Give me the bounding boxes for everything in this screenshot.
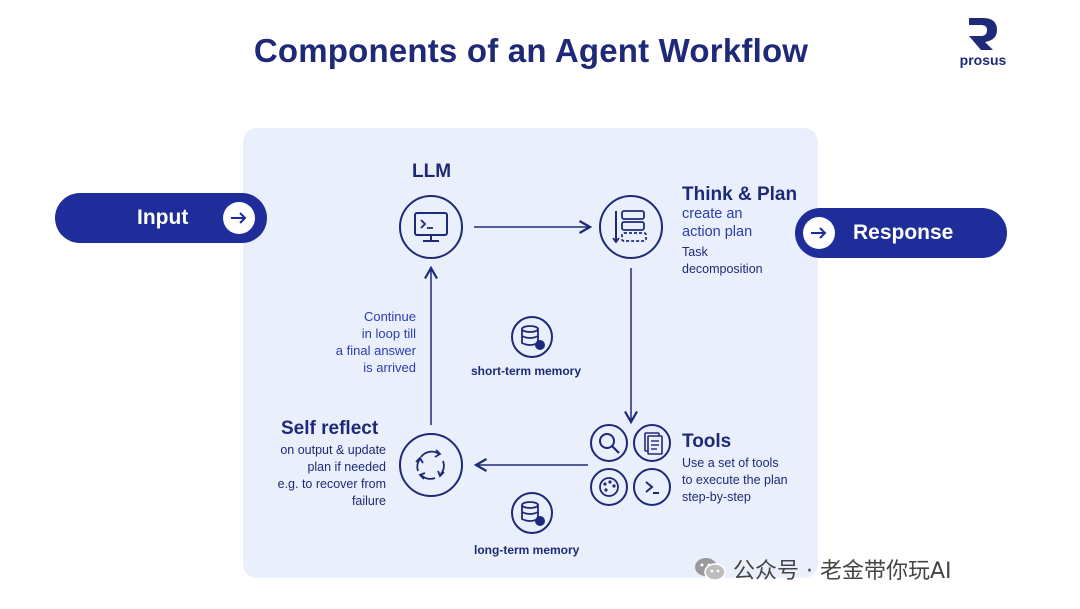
- think-plan-node: [599, 195, 663, 259]
- page-title: Components of an Agent Workflow: [253, 32, 809, 69]
- think-plan-note2: decomposition: [682, 262, 763, 276]
- palette-tool-node: [590, 468, 628, 506]
- prosus-logo-icon: [969, 18, 997, 50]
- tools-line1: Use a set of tools: [682, 456, 779, 470]
- long-memory-node: [511, 492, 553, 534]
- self-reflect-label: Self reflect: [281, 418, 379, 439]
- watermark: 公众号 · 老金带你玩AI: [693, 553, 952, 585]
- response-pill: Response: [795, 208, 1007, 258]
- think-plan-label: Think & Plan: [682, 184, 798, 205]
- tools-line2: to execute the plan: [682, 473, 788, 487]
- self-reflect-line2: plan if needed: [307, 460, 386, 474]
- terminal-monitor-icon: [414, 212, 448, 242]
- logo-text: prosus: [959, 52, 1007, 68]
- tools-desc: Use a set of tools to execute the plan s…: [682, 455, 788, 506]
- self-reflect-line4: failure: [351, 494, 386, 508]
- llm-label: LLM: [412, 161, 452, 182]
- palette-icon: [599, 477, 619, 497]
- search-tool-node: [590, 424, 628, 462]
- prosus-logo: prosus: [948, 16, 1018, 72]
- response-label: Response: [853, 221, 954, 244]
- short-memory-node: [511, 316, 553, 358]
- arrow-right-icon: [223, 202, 255, 234]
- tools-line3: step-by-step: [682, 490, 751, 504]
- think-plan-note1: Task: [682, 245, 708, 259]
- tools-label: Tools: [682, 431, 732, 452]
- wechat-icon: [695, 558, 726, 581]
- loop-note-line1: Continue: [363, 309, 416, 324]
- watermark-text: 公众号 · 老金带你玩AI: [733, 559, 952, 584]
- terminal-icon: [645, 481, 659, 494]
- self-reflect-line3: e.g. to recover from: [277, 477, 386, 491]
- plan-list-icon: [612, 210, 647, 244]
- loop-note-line4: is arrived: [363, 360, 416, 375]
- loop-note: Continue in loop till a final answer is …: [300, 308, 416, 376]
- self-reflect-desc: on output & update plan if needed e.g. t…: [250, 442, 386, 510]
- loop-note-line2: in loop till: [361, 326, 416, 341]
- search-icon: [599, 433, 620, 454]
- loop-note-line3: a final answer: [335, 343, 416, 358]
- self-reflect-line1: on output & update: [280, 443, 386, 457]
- documents-tool-node: [633, 424, 671, 462]
- llm-node: [399, 195, 463, 259]
- input-label: Input: [137, 206, 189, 229]
- database-clock-icon: [521, 325, 545, 350]
- self-reflect-node: [399, 433, 463, 497]
- short-memory-label: short-term memory: [471, 364, 582, 378]
- long-memory-label: long-term memory: [474, 543, 580, 557]
- refresh-cycle-icon: [415, 449, 445, 480]
- arrow-right-icon: [803, 217, 835, 249]
- think-plan-sub2: action plan: [682, 224, 753, 240]
- think-plan-sub1: create an: [682, 206, 743, 222]
- documents-icon: [644, 432, 663, 455]
- terminal-tool-node: [633, 468, 671, 506]
- database-clock-icon: [521, 501, 545, 526]
- input-pill: Input: [55, 193, 267, 243]
